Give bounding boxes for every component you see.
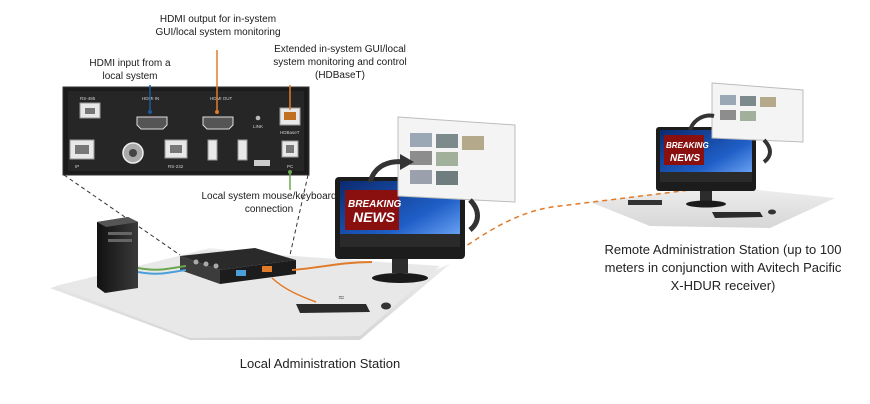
remote-keyboard [712,212,763,218]
screen-headline-2: NEWS [353,209,396,225]
callout-extended-gui: Extended in-system GUI/local system moni… [273,44,407,81]
panel-label-link: LINK [253,124,263,129]
panel-label-hdmi-out: HDMI OUT [210,96,232,101]
screen-headline-1: BREAKING [348,199,402,210]
local-keyboard [296,304,370,313]
hdmi-out-port [202,116,234,130]
local-mouse [381,302,391,310]
caption-remote-station: Remote Administration Station (up to 100… [604,242,842,293]
caption-local-station: Local Administration Station [239,356,401,371]
hdbaset-link [459,189,691,251]
callout-hdmi-input: HDMI input from a local system [89,58,171,82]
link-led [255,115,261,121]
remote-headline-2: NEWS [670,153,700,164]
chassis-unit [180,248,296,284]
hdmi-in-port [136,116,168,130]
callout-hdmi-output: HDMI output for in-system GUI/local syst… [155,14,281,38]
remote-gui-window [711,82,804,143]
panel-label-pc: PC [287,164,294,169]
svg-text:≈: ≈ [338,293,345,302]
panel-label-rs232: RS-232 [168,164,184,169]
remote-monitor: BREAKING NEWS [656,127,756,208]
remote-mouse [768,209,776,215]
usb-port-1 [207,139,218,161]
panel-label-ip: IP [75,164,79,169]
panel-label-hdbaset: HDBaseT [280,130,300,135]
remote-receiver [628,200,662,205]
pc-tower [97,217,138,293]
usb-port-2 [237,139,248,161]
local-gui-window [397,116,516,203]
panel-label-rs485: RS-485 [80,96,96,101]
rear-panel-inset: RS-485 HDMI IN HDMI OUT LINK HDBaseT IP … [62,86,310,176]
remote-headline-1: BREAKING [666,141,709,150]
callout-mouse-keyboard: Local system mouse/keyboard connection [201,191,337,215]
